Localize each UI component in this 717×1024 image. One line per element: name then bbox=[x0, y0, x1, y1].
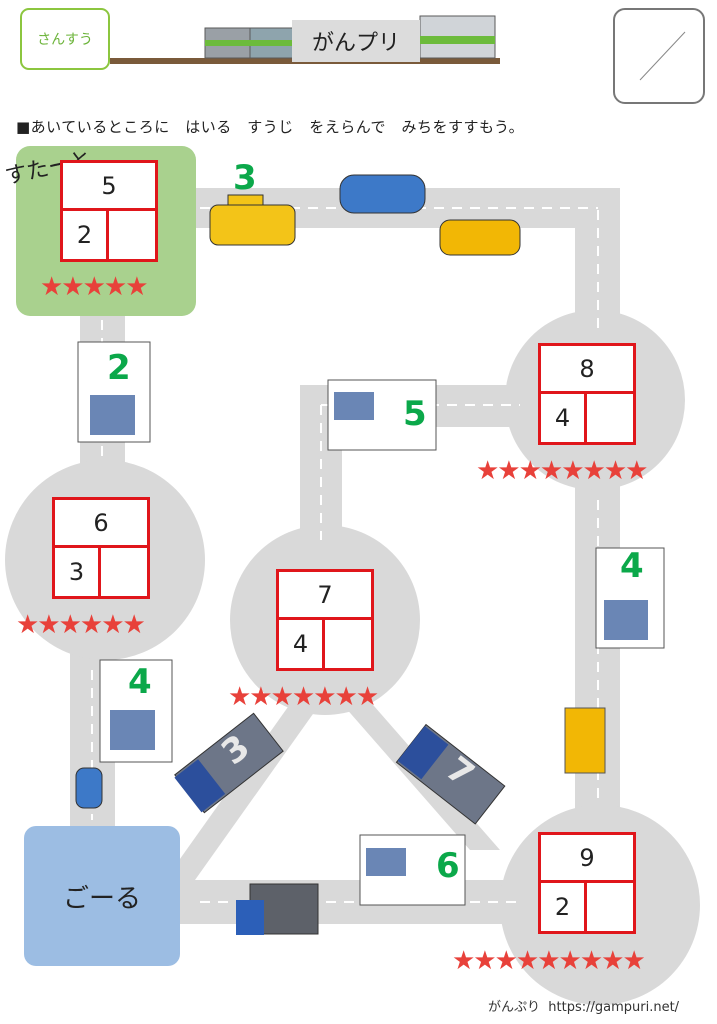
dump-truck-icon-2 bbox=[395, 723, 506, 825]
yellow-car-icon bbox=[439, 219, 521, 256]
small-car-icon bbox=[75, 767, 103, 809]
number-box-start: 5 2 bbox=[60, 160, 158, 262]
stars-right-top: ★★★★★★★★ bbox=[476, 456, 648, 486]
truck-icon-5 bbox=[359, 834, 466, 906]
box-part: 2 bbox=[541, 883, 587, 931]
box-part: 3 bbox=[55, 548, 101, 596]
number-box-right-top: 8 4 bbox=[538, 343, 636, 445]
box-total: 6 bbox=[55, 500, 147, 548]
box-total: 9 bbox=[541, 835, 633, 883]
road-number: 2 bbox=[107, 348, 131, 388]
box-part: 4 bbox=[541, 394, 587, 442]
truck-icon-1 bbox=[77, 341, 151, 443]
stars-right-bottom: ★★★★★★★★★ bbox=[452, 946, 646, 976]
stars-left: ★★★★★★ bbox=[16, 610, 146, 640]
number-box-right-bottom: 9 2 bbox=[538, 832, 636, 934]
box-total: 8 bbox=[541, 346, 633, 394]
score-box bbox=[613, 8, 705, 104]
footer: がんぷり https://gampuri.net/ bbox=[488, 996, 679, 1015]
cargo-truck-icon bbox=[236, 883, 319, 935]
road-number: 4 bbox=[128, 662, 152, 702]
goal-area: ごーる bbox=[24, 826, 180, 966]
stars-start: ★★★★★ bbox=[40, 272, 149, 302]
instruction-text: ■あいているところに はいる すうじ をえらんで みちをすすもう。 bbox=[16, 118, 525, 136]
road-number: 5 bbox=[403, 394, 427, 434]
number-box-center: 7 4 bbox=[276, 569, 374, 671]
road-number: 4 bbox=[620, 546, 644, 586]
road-number: 6 bbox=[436, 846, 460, 886]
road-number: 3 bbox=[233, 158, 257, 198]
stars-center: ★★★★★★★ bbox=[228, 682, 379, 712]
taxi-icon bbox=[209, 194, 296, 246]
box-part: 2 bbox=[63, 211, 109, 259]
truck-icon-3 bbox=[595, 547, 665, 649]
dump-truck-icon-1 bbox=[174, 712, 284, 814]
mixer-truck-icon bbox=[564, 707, 606, 774]
truck-icon-4 bbox=[99, 659, 173, 763]
footer-logo: がんぷり bbox=[488, 1000, 541, 1015]
box-part: 4 bbox=[279, 620, 325, 668]
box-total: 7 bbox=[279, 572, 371, 620]
number-box-left: 6 3 bbox=[52, 497, 150, 599]
footer-url[interactable]: https://gampuri.net/ bbox=[548, 1000, 680, 1015]
blue-car-icon bbox=[339, 174, 426, 214]
subject-label: さんすう bbox=[20, 8, 110, 70]
box-total: 5 bbox=[63, 163, 155, 211]
truck-icon-2 bbox=[327, 379, 437, 451]
worksheet-title: がんプリ bbox=[292, 20, 420, 62]
